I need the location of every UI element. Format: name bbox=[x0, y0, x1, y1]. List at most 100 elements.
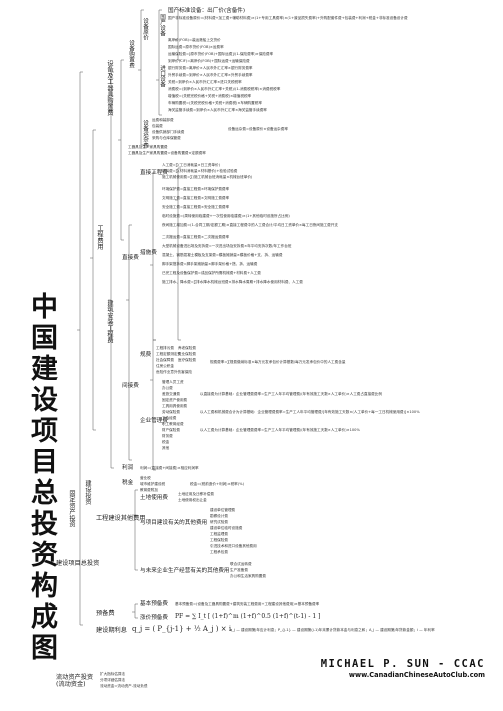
interest-note: q_j — 建设期第j年应计利息；P_{j-1} — 建设期第(j-1)年末累计… bbox=[230, 628, 435, 632]
related-item-0: 建设单位管理费 bbox=[210, 508, 236, 512]
import-vat: 增值税=(关税完税价格+关税+消费税)×增值税税率 bbox=[168, 94, 252, 98]
price-reserve-label: 涨价预备费 bbox=[140, 615, 168, 621]
domestic-nonstd: 国产非标准设备原价=(材料费+加工费+辅助材料费)×(1+专用工具费率)×(1+… bbox=[168, 16, 408, 20]
fees-label: 规费 bbox=[140, 352, 152, 358]
domestic-note: 国产标准设备：出厂价(含备件) bbox=[168, 8, 246, 14]
related-item-6: 引进技术和进口设备其他费用 bbox=[210, 544, 257, 548]
profit-label: 利润 bbox=[122, 465, 134, 471]
indirect-cost-label: 间接费 bbox=[122, 383, 139, 389]
import-trade: 外贸手续费=到岸价×人民币外汇汇率×外贸手续费率 bbox=[168, 73, 253, 77]
signature-url[interactable]: www.CanadianChineseAutoClub.com bbox=[348, 671, 485, 679]
eq-misc-formula: 设备运杂费=设备原价×设备运杂费率 bbox=[228, 127, 288, 131]
machine-formula: 施工机械使用费=∑(施工机械台班消耗量×机械台班单价) bbox=[162, 175, 253, 179]
measure-item-2: 安全施工费=直接工程费×安全施工费费率 bbox=[162, 205, 230, 209]
tax-item-1: 城市维护建设税 bbox=[140, 482, 166, 486]
ent-item-3: 固定资产使用费 bbox=[162, 398, 188, 402]
engineering-cost-label: 工程费用 bbox=[96, 225, 103, 250]
interest-formula: q_j = ( P_{j-1} + ½ A_j ) × i bbox=[132, 625, 232, 633]
import-surcharge: 海关监管手续费=到岸价×人民币外汇汇率×海关监管手续费率 bbox=[168, 108, 267, 112]
profit-formula: 利润=(直接费+间接费)×相应利润率 bbox=[140, 466, 199, 470]
ent-item-10: 税金 bbox=[162, 440, 170, 444]
fees-item-4: 危险作业意外伤害保险 bbox=[156, 370, 192, 374]
basic-reserve-label: 基本预备费 bbox=[140, 601, 168, 607]
eq-purchase-label: 设备购置费 bbox=[128, 40, 134, 68]
signature-name: MICHAEL P. SUN - CCAC bbox=[320, 658, 485, 670]
social-item-0: 养老保险费 bbox=[178, 346, 196, 350]
fees-item-1: 工程定额测定费 bbox=[156, 352, 182, 356]
land-label: 土地使用费 bbox=[140, 495, 168, 501]
total-investment-label: 建设项目总投资 bbox=[56, 560, 100, 567]
measure-item-3: 临时设施费=(周转使用临建费+一次性使用临建费)×(1+其他临时设施所占比例) bbox=[162, 214, 290, 218]
fees-item-0: 工程排污费 bbox=[156, 346, 174, 350]
enterprise-formula-2: 以人工费和机械费合计为计算基础：企业管理费费率=生产工人年平均管理费/[年有效施… bbox=[200, 410, 420, 414]
ent-item-5: 劳动保险费 bbox=[162, 410, 180, 414]
ent-item-1: 办公费 bbox=[162, 386, 173, 390]
eq-misc-item-0: 运费和装卸费 bbox=[152, 118, 174, 122]
measure-item-6: 大型机械设备进出场及安拆费=一次进出场及安拆费×年平均安拆次数/年工作台班 bbox=[162, 244, 292, 248]
related-item-5: 工程保险费 bbox=[210, 538, 228, 542]
ent-item-8: 财产保险费 bbox=[162, 428, 180, 432]
future-item-2: 办公和生活家具购置费 bbox=[230, 574, 266, 578]
related-item-2: 研究试验费 bbox=[210, 520, 228, 524]
construction-investment-label: 建设投资 bbox=[84, 480, 91, 505]
material-formula: 材料费=∑(材料消耗量×材料基价)+检验试验费 bbox=[162, 169, 238, 173]
social-item-1: 失业保险费 bbox=[178, 352, 196, 356]
related-label: 与项目建设有关的其他费用 bbox=[140, 520, 208, 526]
working-item-0: 扩大指标估算法 bbox=[100, 672, 126, 676]
ent-item-9: 财务费 bbox=[162, 434, 173, 438]
enterprise-label: 企业管理费 bbox=[140, 418, 168, 424]
working-item-1: 分项详细估算法 bbox=[100, 678, 126, 682]
fixed-asset-label: 固定资产投资 bbox=[68, 490, 75, 528]
eq-misc-item-3: 采购与仓库保管费 bbox=[152, 136, 181, 140]
basic-reserve-formula: 基本预备费=(设备及工器具购置费+建筑安装工程费用+工程建设其他费用)×基本预备… bbox=[175, 602, 320, 606]
related-item-3: 建设单位临时设施费 bbox=[210, 526, 243, 530]
import-bank: 银行财务费=离岸价×人民币外汇汇率×银行财务费率 bbox=[168, 66, 253, 70]
land-item-0: 土地征用及迁移补偿费 bbox=[178, 492, 214, 496]
import-vehicle: 车辆购置税=(关税完税价格+关税+消费税)×车辆购置税率 bbox=[168, 101, 262, 105]
tax-item-0: 营业税 bbox=[140, 476, 151, 480]
ent-item-4: 工具用具使用费 bbox=[162, 404, 188, 408]
measures-label: 措施费 bbox=[140, 250, 157, 256]
working-capital-paren: (流动资金) bbox=[56, 681, 86, 688]
fees-formula: 规费费率=∑规费缴纳标准×每万元发承包价计算基数/每万元发承包价中的人工费含量 bbox=[210, 360, 346, 364]
measure-item-10: 施工排水、降水费=∑排水降水机械台班费×排水降水周期+排水降水使用材料费、人工费 bbox=[162, 280, 303, 284]
land-item-1: 土地使用权出让金 bbox=[178, 498, 207, 502]
price-reserve-formula: PF = ∑ I_t [ (1+f)^m (1+f)^0.5 (1+f)^(t-… bbox=[175, 613, 321, 620]
import-fob: 离岸价(FOB)=装运港船上交货价 bbox=[168, 38, 221, 42]
equipment-cost-label: 设备及工器具购置费 bbox=[106, 60, 113, 116]
tax-item-2: 教育费附加 bbox=[140, 488, 158, 492]
other-cost-label: 工程建设其他费用 bbox=[96, 515, 146, 522]
page-title: 中国建设项目总投资构成图 bbox=[26, 292, 57, 664]
measure-item-8: 脚手架搭拆费=脚手架摊销量×脚手架价格+搭、拆、运输费 bbox=[162, 262, 258, 266]
fees-item-2: 社会保障费 bbox=[156, 358, 174, 362]
eq-misc-item-2: 设备供销部门手续费 bbox=[152, 130, 185, 134]
import-freight: 国际运费=原币货价(FOB)×运费率 bbox=[168, 45, 224, 49]
related-item-1: 勘察设计费 bbox=[210, 514, 228, 518]
measure-item-5: 二次搬运费=直接工程费×二次搬运费费率 bbox=[162, 235, 230, 239]
installation-cost-label: 建筑安装工程费 bbox=[106, 300, 113, 344]
reserve-cost-label: 预备费 bbox=[96, 610, 115, 617]
working-note: 流动资金=流动资产-流动负债 bbox=[100, 684, 148, 688]
working-capital-label: 流动资产投资 bbox=[56, 674, 94, 681]
fees-item-3: 住房公积金 bbox=[156, 364, 174, 368]
domestic-label: 国产设备 bbox=[159, 14, 165, 37]
future-label: 与未来企业生产经营有关的其他费用 bbox=[140, 568, 230, 574]
enterprise-formula-1: 以直接费为计算基础：企业管理费费率=生产工人年平均管理费/(年有效施工天数×人工… bbox=[200, 392, 382, 396]
eq-price-label: 设备原价 bbox=[142, 18, 148, 41]
tools-formula: 工器具及生产家具购置费=设备购置费×定额费率 bbox=[128, 151, 206, 155]
direct-engineering-label: 直接工程费 bbox=[140, 170, 168, 176]
import-label: 进口设备 bbox=[159, 65, 165, 88]
ent-item-2: 差旅交通费 bbox=[162, 392, 180, 396]
related-item-4: 工程监理费 bbox=[210, 532, 228, 536]
tax-label: 税金 bbox=[122, 480, 134, 486]
signature-block: MICHAEL P. SUN - CCAC www.CanadianChines… bbox=[321, 658, 485, 679]
eq-misc-label: 设备运杂费 bbox=[142, 120, 148, 148]
eq-misc-item-1: 包装费 bbox=[152, 124, 163, 128]
import-cif: 到岸价(CIF)=离岸价(FOB)+国际运费+运输保险费 bbox=[168, 59, 250, 63]
measure-item-7: 混凝土、钢筋混凝土模板及支架费=模板摊销量×模板价格+支、拆、运输费 bbox=[162, 253, 283, 257]
future-item-0: 联合试运转费 bbox=[230, 562, 252, 566]
ent-item-11: 其他 bbox=[162, 446, 170, 450]
ent-item-7: 职工教育经费 bbox=[162, 422, 184, 426]
tax-formula: 税金=(税前造价+利润)×税率(%) bbox=[190, 482, 244, 486]
